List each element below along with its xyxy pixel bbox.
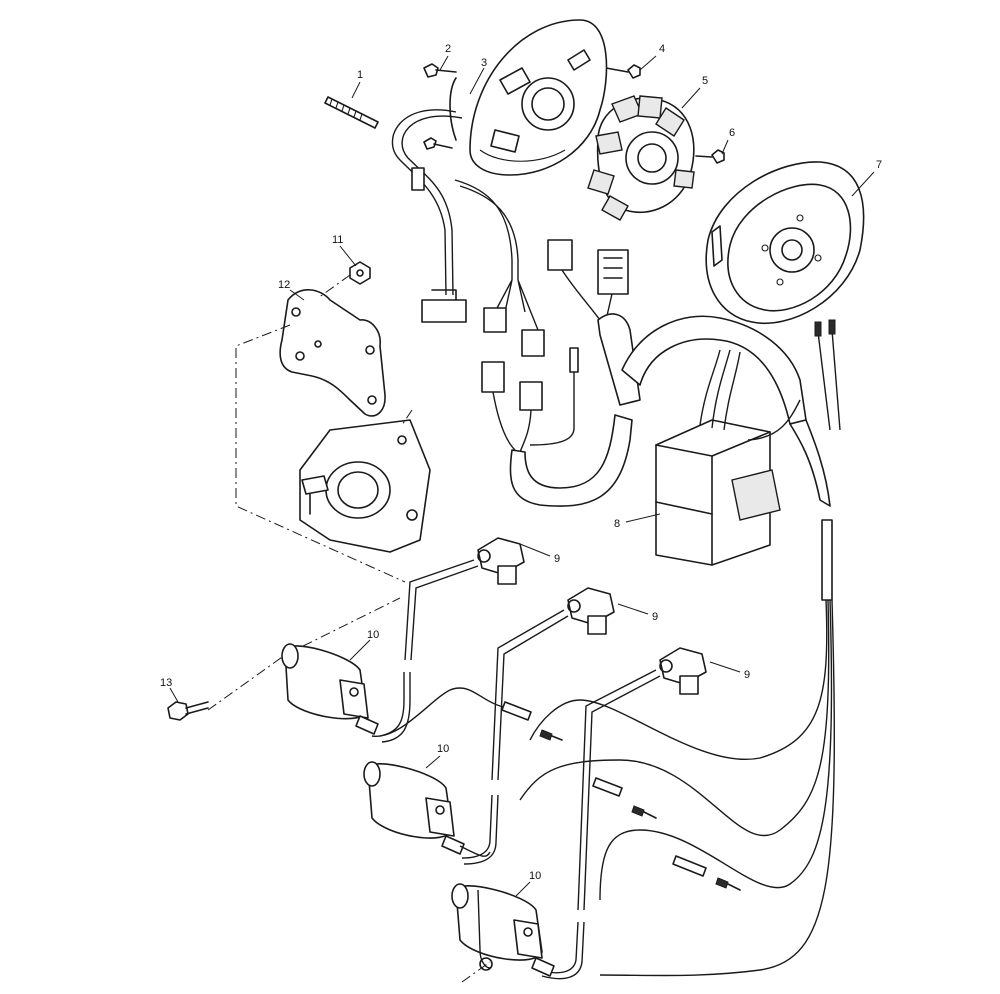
callout-9-first: 9 [554, 553, 560, 565]
leader-lines [169, 55, 875, 897]
callout-10-second: 10 [437, 743, 449, 755]
callout-labels: 1 2 3 4 5 6 7 8 9 9 9 10 10 10 11 12 13 [160, 43, 882, 882]
callout-11: 11 [332, 234, 343, 246]
stator-mounting-screws [423, 63, 725, 164]
stator-wiring-harness [391, 109, 841, 507]
stator-coil [587, 95, 695, 221]
voltage-regulator [299, 419, 431, 553]
callout-10-third: 10 [529, 870, 541, 882]
callout-9-second: 9 [652, 611, 658, 623]
high-tension-leads [379, 559, 661, 980]
callout-12: 12 [278, 279, 290, 291]
coil-mounting-bolt [167, 701, 209, 721]
mounting-bracket [279, 289, 386, 417]
callout-3: 3 [481, 57, 487, 69]
callout-2: 2 [445, 43, 451, 55]
callout-6: 6 [729, 127, 735, 139]
callout-7: 7 [876, 159, 882, 171]
callout-8: 8 [614, 518, 620, 530]
spark-plug-cap-2 [567, 587, 615, 635]
trigger-wires [371, 519, 836, 977]
cable-tie [324, 96, 379, 129]
callout-5: 5 [702, 75, 708, 87]
flywheel [705, 161, 865, 324]
callout-10-first: 10 [367, 629, 379, 641]
callout-4: 4 [659, 43, 665, 55]
ignition-coil-3 [451, 883, 555, 977]
ignition-coil-2 [363, 761, 491, 857]
stator-plate [449, 19, 608, 176]
callout-9-third: 9 [744, 669, 750, 681]
mounting-nut [349, 261, 371, 285]
callout-1: 1 [357, 69, 363, 81]
spark-plug-cap-1 [477, 537, 525, 585]
ignition-coil-1 [281, 643, 379, 735]
cdi-box [655, 349, 801, 566]
callout-13: 13 [160, 677, 172, 689]
spark-plug-cap-3 [659, 647, 707, 695]
